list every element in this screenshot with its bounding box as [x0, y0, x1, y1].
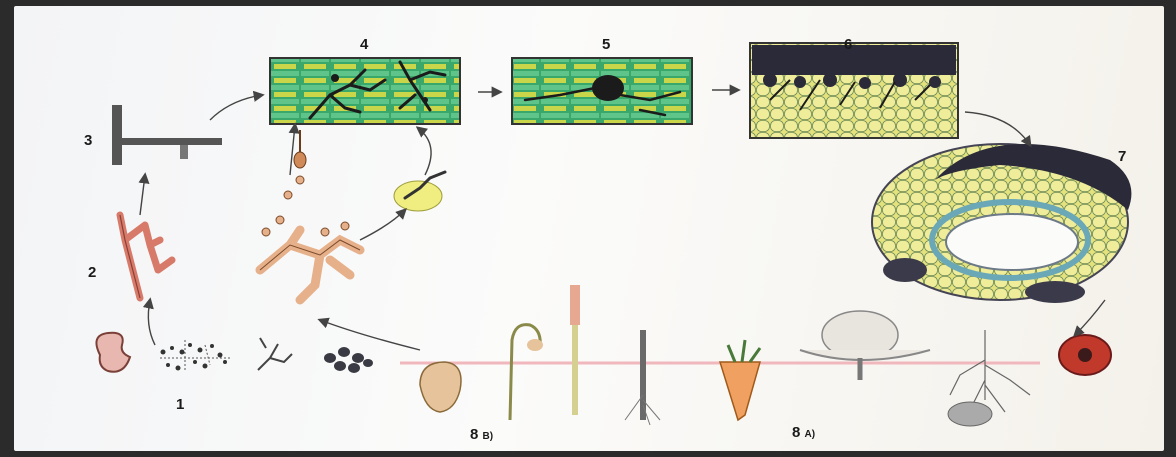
- label-stage-8b: 8 B): [470, 426, 493, 443]
- label-stage-8a-number: 8: [792, 424, 800, 441]
- stage-7-sclerotium: [872, 144, 1131, 303]
- stage-5-colonization: [512, 58, 692, 124]
- stage-3-appressorium: [112, 105, 222, 165]
- stage-6-sclerotium-formation: [750, 43, 958, 138]
- label-stage-5: 5: [602, 36, 610, 53]
- stage-8-host-plants: [400, 285, 1111, 426]
- label-stage-8b-number: 8: [470, 426, 478, 443]
- label-stage-8b-letter: B): [483, 431, 494, 442]
- stage-1-spores: [96, 333, 373, 373]
- label-stage-4: 4: [360, 36, 368, 53]
- label-stage-2: 2: [88, 264, 96, 281]
- label-stage-3: 3: [84, 132, 92, 149]
- label-stage-7: 7: [1118, 148, 1126, 165]
- label-stage-8a-letter: A): [805, 429, 816, 440]
- label-stage-8a: 8 A): [792, 424, 815, 441]
- label-stage-6: 6: [844, 36, 852, 53]
- label-stage-1: 1: [176, 396, 184, 413]
- stage-4-infection-tissue: [270, 58, 460, 124]
- dispersal-cycle: [260, 130, 445, 300]
- stage-2-germination: [120, 215, 172, 298]
